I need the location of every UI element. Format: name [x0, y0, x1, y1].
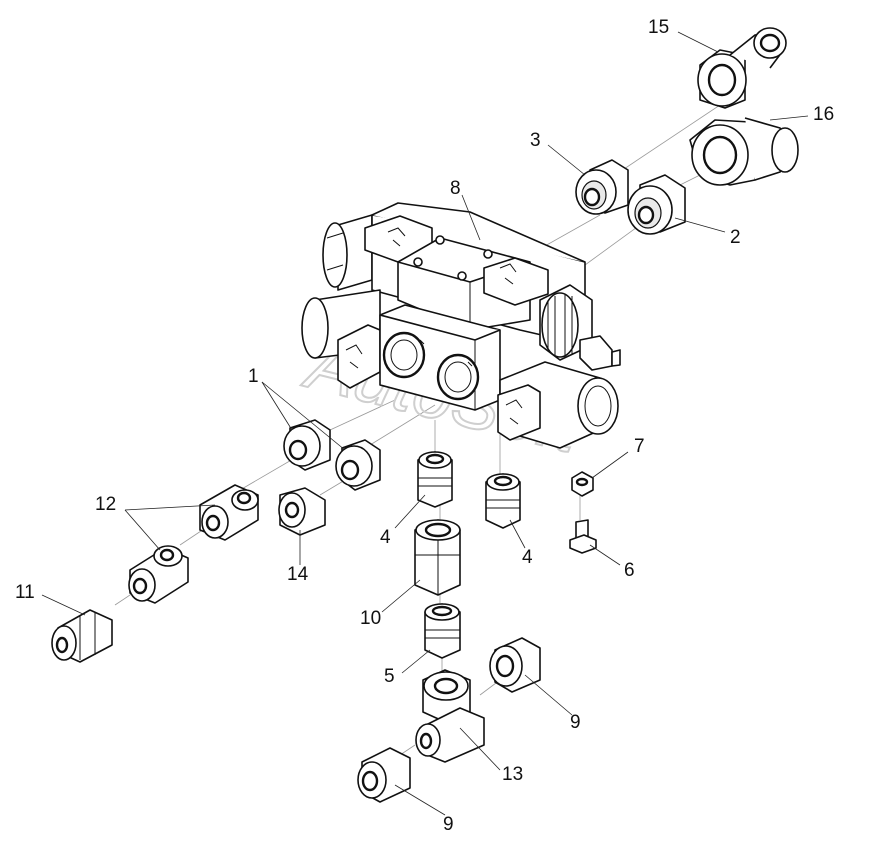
callout-14: 14 — [287, 564, 309, 585]
part-9-nut-upper — [489, 637, 541, 693]
callout-9-upper: 9 — [570, 712, 581, 733]
part-5-adapter — [424, 603, 461, 659]
part-4-adapter-right — [485, 473, 521, 529]
callout-4-right: 4 — [522, 547, 533, 568]
callout-15: 15 — [648, 17, 669, 38]
callout-labels: 15 16 3 8 2 1 7 12 4 4 6 14 11 10 5 9 13… — [15, 17, 834, 835]
callout-16: 16 — [813, 104, 834, 125]
callout-5: 5 — [384, 666, 395, 687]
callout-13: 13 — [502, 764, 523, 785]
part-9-nut-lower — [357, 747, 411, 803]
callout-11: 11 — [15, 582, 35, 603]
callout-10: 10 — [360, 608, 381, 629]
callout-7: 7 — [634, 436, 645, 457]
leader-lines — [41, 31, 809, 816]
callout-6: 6 — [624, 560, 635, 581]
callout-2: 2 — [730, 227, 741, 248]
callout-4-left: 4 — [380, 527, 391, 548]
part-14-adapter — [335, 439, 381, 491]
part-4-adapter-left — [417, 451, 453, 508]
part-12-tee-upper — [199, 484, 259, 541]
callout-8: 8 — [450, 178, 461, 199]
part-1-adapter — [283, 419, 331, 471]
part-13-tee — [415, 669, 485, 763]
part-10-coupling — [414, 519, 461, 596]
callout-12: 12 — [95, 494, 116, 515]
callout-9-lower: 9 — [443, 814, 454, 835]
part-16-elbow — [689, 117, 799, 186]
part-6-screw — [569, 519, 597, 554]
part-7-nut — [571, 471, 594, 497]
valve-block-assembly — [301, 202, 621, 449]
part-15-elbow — [697, 27, 787, 109]
part-14-elbow — [278, 487, 326, 536]
callout-1: 1 — [248, 366, 259, 387]
callout-3: 3 — [530, 130, 541, 151]
part-3-adapter — [575, 159, 629, 215]
part-11-fitting — [51, 609, 113, 663]
part-2-adapter — [627, 174, 686, 235]
part-12-tee-lower — [128, 545, 189, 604]
